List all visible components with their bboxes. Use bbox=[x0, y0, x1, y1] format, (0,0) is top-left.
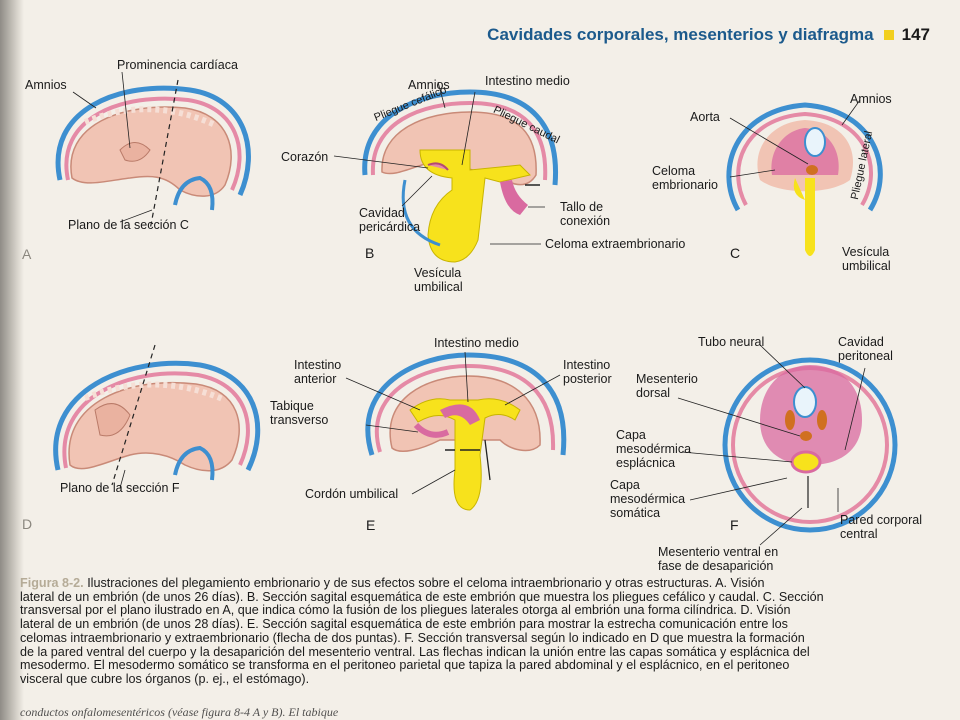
label-f-mesenterio-dorsal-2: dorsal bbox=[636, 386, 671, 400]
label-f-pared-2: central bbox=[840, 527, 878, 541]
page-number: 147 bbox=[901, 25, 930, 44]
caption-line-2: lateral de un embrión (de unos 26 días).… bbox=[20, 589, 824, 604]
label-b-vesicula-1: Vesícula bbox=[414, 266, 462, 280]
caption-line-5: celomas intraembrionario y extraembriona… bbox=[20, 630, 805, 645]
caption-line-4: lateral de un embrión (de unos 28 días).… bbox=[20, 617, 788, 632]
label-e-cordon: Cordón umbilical bbox=[305, 487, 399, 501]
label-c-aorta: Aorta bbox=[690, 110, 720, 124]
label-e-intestino-posterior-2: posterior bbox=[563, 372, 612, 386]
label-f-cavidad-2: peritoneal bbox=[838, 349, 893, 363]
panel-b-drawing bbox=[333, 81, 559, 263]
panel-f-drawing bbox=[677, 344, 898, 546]
label-e-tabique-2: transverso bbox=[270, 413, 329, 427]
label-b-cavidad-2: pericárdica bbox=[359, 220, 421, 234]
page-header: Cavidades corporales, mesenterios y diaf… bbox=[450, 24, 930, 46]
label-b-celoma-extra: Celoma extraembrionario bbox=[545, 237, 686, 251]
label-f-tubo-neural: Tubo neural bbox=[698, 335, 765, 349]
figure-caption: Figura 8-2. Ilustraciones del plegamient… bbox=[20, 576, 925, 687]
header-marker bbox=[883, 30, 894, 40]
label-f-pared-1: Pared corporal bbox=[840, 513, 922, 527]
label-b-corazon: Corazón bbox=[281, 150, 329, 164]
label-e-intestino-medio: Intestino medio bbox=[434, 336, 519, 350]
label-e-tabique-1: Tabique bbox=[270, 399, 314, 413]
label-b-tallo-1: Tallo de bbox=[560, 200, 604, 214]
label-f-capa-esplacnica-2: mesodérmica bbox=[616, 442, 692, 456]
label-a-plano: Plano de la sección C bbox=[68, 218, 189, 232]
panel-letter-f: F bbox=[730, 517, 739, 533]
panel-e-drawing bbox=[345, 351, 567, 511]
chapter-title: Cavidades corporales, mesenterios y diaf… bbox=[487, 25, 874, 44]
caption-figure-label: Figura 8-2. bbox=[20, 576, 84, 590]
panel-letter-a: A bbox=[22, 246, 32, 262]
label-b-cavidad-1: Cavidad bbox=[359, 206, 405, 220]
label-f-capa-somatica-3: somática bbox=[610, 506, 661, 520]
panel-letter-e: E bbox=[366, 517, 376, 533]
label-e-intestino-anterior-2: anterior bbox=[294, 372, 337, 386]
label-c-amnios: Amnios bbox=[850, 92, 892, 106]
panel-letter-d: D bbox=[22, 516, 33, 532]
label-f-capa-somatica-1: Capa bbox=[610, 478, 640, 492]
page-footer-partial-text: conductos onfalomesentéricos (véase figu… bbox=[20, 705, 339, 719]
caption-line-1: Figura 8-2. Ilustraciones del plegamient… bbox=[20, 576, 765, 590]
label-e-intestino-anterior-1: Intestino bbox=[294, 358, 342, 372]
panel-d-drawing bbox=[53, 344, 261, 489]
label-b-tallo-2: conexión bbox=[560, 214, 611, 228]
label-f-capa-esplacnica-3: esplácnica bbox=[616, 456, 676, 470]
label-c-vesicula-2: umbilical bbox=[842, 259, 891, 273]
label-f-capa-esplacnica-1: Capa bbox=[616, 428, 646, 442]
book-spine-shadow bbox=[0, 0, 24, 720]
label-f-capa-somatica-2: mesodérmica bbox=[610, 492, 686, 506]
label-c-celoma-1: Celoma bbox=[652, 164, 696, 178]
label-e-intestino-posterior-1: Intestino bbox=[563, 358, 611, 372]
label-f-mesenterio-dorsal-1: Mesenterio bbox=[636, 372, 698, 386]
label-b-vesicula-2: umbilical bbox=[414, 280, 463, 294]
label-b-intestino-medio: Intestino medio bbox=[485, 74, 570, 88]
label-c-celoma-2: embrionario bbox=[652, 178, 719, 192]
caption-line-7: mesodermo. El mesodermo somático se tran… bbox=[20, 658, 790, 673]
label-a-prominencia: Prominencia cardíaca bbox=[117, 58, 238, 72]
panel-letter-c: C bbox=[730, 245, 741, 261]
caption-line-6: de la pared ventral del cuerpo y la desa… bbox=[20, 644, 810, 659]
label-f-cavidad-1: Cavidad bbox=[838, 335, 884, 349]
label-f-mesenterio-ventral-2: fase de desaparición bbox=[658, 559, 774, 573]
panel-c-drawing bbox=[726, 99, 883, 256]
label-f-mesenterio-ventral-1: Mesenterio ventral en bbox=[658, 545, 779, 559]
panel-a-drawing bbox=[55, 71, 251, 231]
label-d-plano: Plano de la sección F bbox=[60, 481, 180, 495]
label-c-vesicula-1: Vesícula bbox=[842, 245, 890, 259]
panel-letter-b: B bbox=[365, 245, 375, 261]
caption-line-3: transversal por el plano ilustrado en A,… bbox=[20, 603, 791, 618]
label-b-amnios: Amnios bbox=[408, 78, 450, 92]
caption-line-8: visceral que cubre los órganos (p. ej., … bbox=[20, 671, 310, 686]
label-a-amnios: Amnios bbox=[25, 78, 67, 92]
